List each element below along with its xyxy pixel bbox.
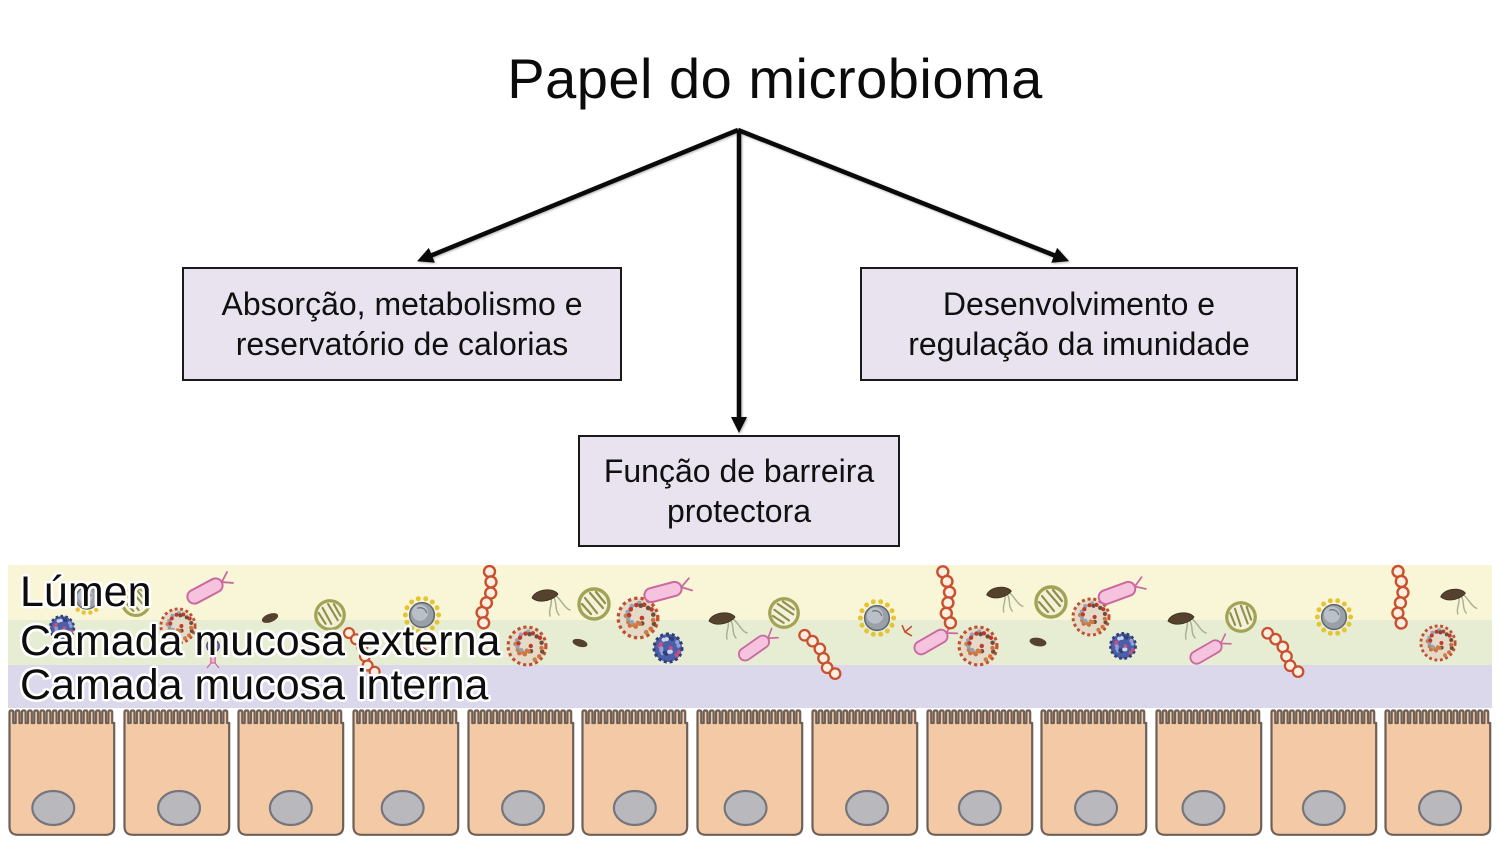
arrow-to-left-box	[417, 127, 739, 263]
concept-box-immunity: Desenvolvimento e regulação da imunidade	[860, 267, 1298, 381]
cell-nucleus	[1181, 789, 1226, 827]
concept-box-barrier: Função de barreira protectora	[578, 435, 900, 547]
cell-nucleus	[1074, 789, 1119, 827]
concept-box-absorption: Absorção, metabolismo e reservatório de …	[182, 267, 622, 381]
cell-membrane-with-microvilli	[352, 709, 460, 836]
cell-nucleus	[31, 789, 76, 827]
cell-membrane-with-microvilli	[237, 709, 345, 836]
epithelial-cell	[811, 708, 919, 836]
epithelial-cell	[1269, 708, 1378, 836]
lumen-label: Lúmen	[20, 568, 152, 616]
cell-membrane-with-microvilli	[696, 709, 804, 836]
epithelial-cell	[581, 708, 689, 836]
cell-membrane-with-microvilli	[467, 709, 575, 836]
epithelial-cell	[237, 708, 345, 836]
cell-membrane-with-microvilli	[123, 709, 230, 836]
cell-membrane-with-microvilli	[925, 709, 1033, 836]
cell-nucleus	[844, 789, 889, 827]
cell-membrane-with-microvilli	[811, 709, 919, 836]
connector-arrows	[417, 127, 1070, 433]
inner-mucosa-label: Camada mucosa interna	[20, 660, 489, 709]
outer-mucosa-label: Camada mucosa externa	[20, 616, 501, 665]
inner-mucosa-band	[8, 665, 1492, 708]
cell-membrane-with-microvilli	[1040, 709, 1148, 836]
epithelial-cell	[467, 708, 575, 836]
epithelial-cell	[1155, 708, 1263, 836]
concept-box-text: Absorção, metabolismo e	[221, 286, 583, 322]
cell-nucleus	[500, 789, 545, 827]
epithelial-cell	[123, 708, 231, 836]
cell-membrane-with-microvilli	[1384, 709, 1492, 836]
epithelial-cell	[925, 708, 1034, 836]
epithelium-row	[8, 708, 1492, 836]
epithelial-cell	[696, 708, 804, 836]
epithelial-cell	[352, 708, 460, 836]
cell-nucleus	[1301, 789, 1346, 827]
cell-membrane-with-microvilli	[581, 709, 689, 836]
page-title: Papel do microbioma	[507, 47, 1043, 110]
cell-nucleus	[1418, 789, 1463, 827]
concept-box-text: reservatório de calorias	[235, 326, 569, 362]
lumen-band	[8, 565, 1492, 620]
epithelial-cell	[1040, 708, 1148, 836]
concept-box-text: protectora	[666, 493, 812, 529]
cell-nucleus	[957, 789, 1002, 827]
concept-box-text: regulação da imunidade	[908, 326, 1250, 362]
arrow-to-right-box	[737, 127, 1070, 263]
cell-nucleus	[380, 789, 425, 827]
cell-membrane-with-microvilli	[1269, 709, 1377, 836]
concept-box-text: Função de barreira	[603, 453, 875, 489]
epithelial-cell	[1384, 708, 1492, 836]
concept-box-text: Desenvolvimento e	[942, 286, 1216, 322]
cell-nucleus	[269, 789, 314, 827]
cell-nucleus	[723, 789, 768, 827]
epithelial-cell	[8, 708, 116, 836]
cell-nucleus	[613, 789, 658, 827]
cell-nucleus	[156, 789, 201, 827]
